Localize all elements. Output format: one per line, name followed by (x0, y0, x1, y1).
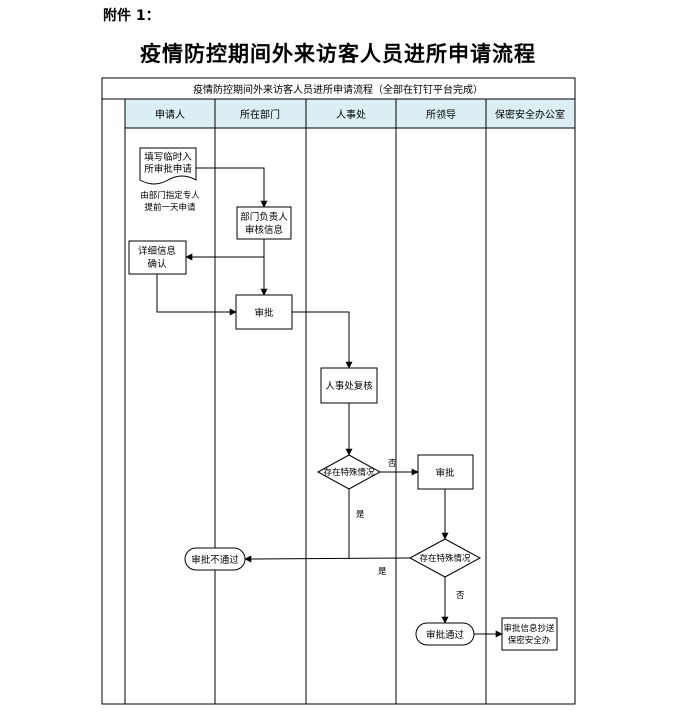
attachment-label: 附件 1： (103, 8, 160, 24)
special-case-label-leader: 存在特殊情况 (419, 553, 471, 564)
cc-security-line2: 保密安全办 (508, 635, 551, 646)
lane-header-applicant: 申请人 (155, 108, 185, 121)
dept-review-line1: 部门负责人 (240, 211, 288, 223)
edge-form-to-dept (196, 167, 268, 208)
approve-node-leader (417, 454, 474, 490)
document-title: 疫情防控期间外来访客人员进所申请流程 (140, 42, 536, 66)
table-frame (101, 77, 576, 705)
edge-dept-to-confirm (185, 239, 265, 261)
fill-form-line1: 填写临时入 (144, 151, 192, 163)
edge-to-reject (244, 555, 411, 563)
edge-confirm-to-approve (156, 274, 237, 316)
note-line1: 由部门指定专人 (140, 190, 200, 201)
detail-confirm-line2: 确认 (147, 258, 167, 270)
hr-recheck-node (320, 367, 378, 404)
dept-review-line2: 审核信息 (245, 224, 283, 236)
edge-label-yes-1: 是 (356, 510, 365, 520)
lane-header-leader: 所领导 (426, 108, 456, 121)
edge-label-yes-2: 是 (378, 567, 387, 577)
approve-label-department: 审批 (254, 307, 274, 319)
special-case-label-hr: 存在特殊情况 (323, 467, 375, 478)
edge-label-no-2: 否 (456, 591, 465, 601)
fill-form-line2: 所审批申请 (144, 163, 192, 175)
lane-header-department: 所在部门 (240, 108, 280, 121)
lane-header-security: 保密安全办公室 (495, 108, 565, 121)
approve-label-leader: 审批 (435, 467, 455, 479)
edge-label-no-1: 否 (388, 459, 397, 469)
special-case-decision-leader (408, 538, 482, 578)
fill-form-node (139, 147, 197, 185)
table-header: 疫情防控期间外来访客人员进所申请流程（全部在钉钉平台完成） (193, 83, 483, 96)
detail-confirm-node (128, 240, 187, 275)
approve-node-department (235, 294, 293, 330)
edge-approve-to-hr (292, 311, 353, 369)
cc-security-line1: 审批信息抄送 (503, 623, 555, 634)
note-line2: 提前一天申请 (144, 202, 196, 213)
reject-label: 审批不通过 (191, 554, 239, 566)
lane-header-hr: 人事处 (336, 108, 366, 121)
detail-confirm-line1: 详细信息 (138, 245, 176, 257)
cc-security-node (501, 617, 558, 651)
pass-label: 审批通过 (426, 629, 465, 641)
hr-recheck-label: 人事处复核 (325, 380, 373, 392)
